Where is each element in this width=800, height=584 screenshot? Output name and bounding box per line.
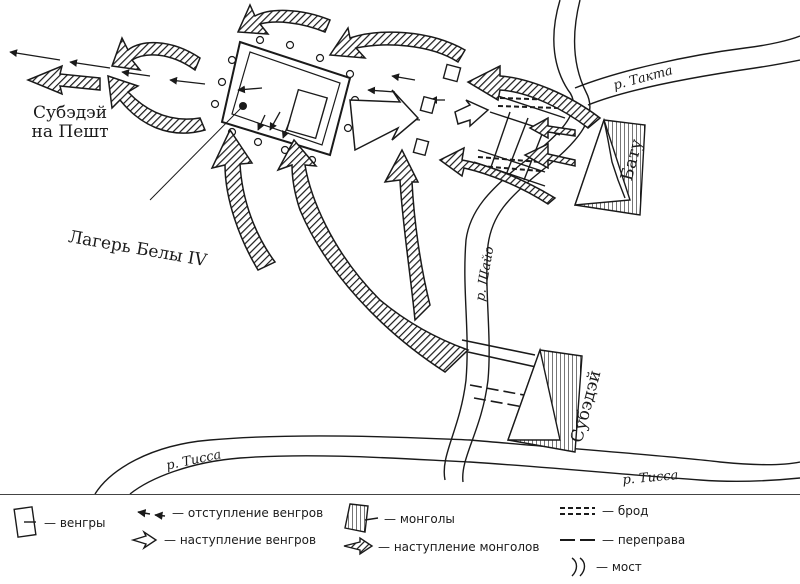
legend-ford: — брод	[602, 504, 649, 518]
river-takta	[574, 35, 800, 106]
legend-mongol-advance-icon	[343, 536, 374, 556]
legend-mongols: — монголы	[384, 512, 455, 526]
legend-bridge-icon	[571, 557, 578, 577]
hungarian-advance-arrows	[349, 89, 490, 152]
river-shayo	[443, 0, 591, 483]
bela-camp	[149, 35, 360, 201]
legend-icons	[13, 503, 595, 577]
legend-crossing: — переправа	[602, 533, 686, 547]
river-tissa	[94, 435, 800, 495]
legend-mongols-icon	[344, 503, 369, 533]
mongol-batu-formation	[573, 117, 646, 216]
legend-mongol-advance: — наступление монголов	[378, 540, 540, 554]
mongol-advance-arrows	[26, 3, 602, 373]
legend-hungarian-advance: — наступление венгров	[164, 533, 317, 547]
label-subedei-pest: Субэдэй на Пешт	[31, 103, 109, 142]
legend-hungarian-retreat: — отступление венгров	[172, 506, 324, 520]
legend-advance-icon	[130, 529, 158, 551]
legend-retreat-icon	[137, 509, 151, 518]
hungarian-units	[412, 63, 462, 157]
legend-bridge: — мост	[596, 560, 642, 574]
legend-hungarians: — венгры	[44, 516, 106, 530]
legend-separator	[0, 494, 800, 495]
mongol-subedei-formation	[507, 347, 583, 453]
